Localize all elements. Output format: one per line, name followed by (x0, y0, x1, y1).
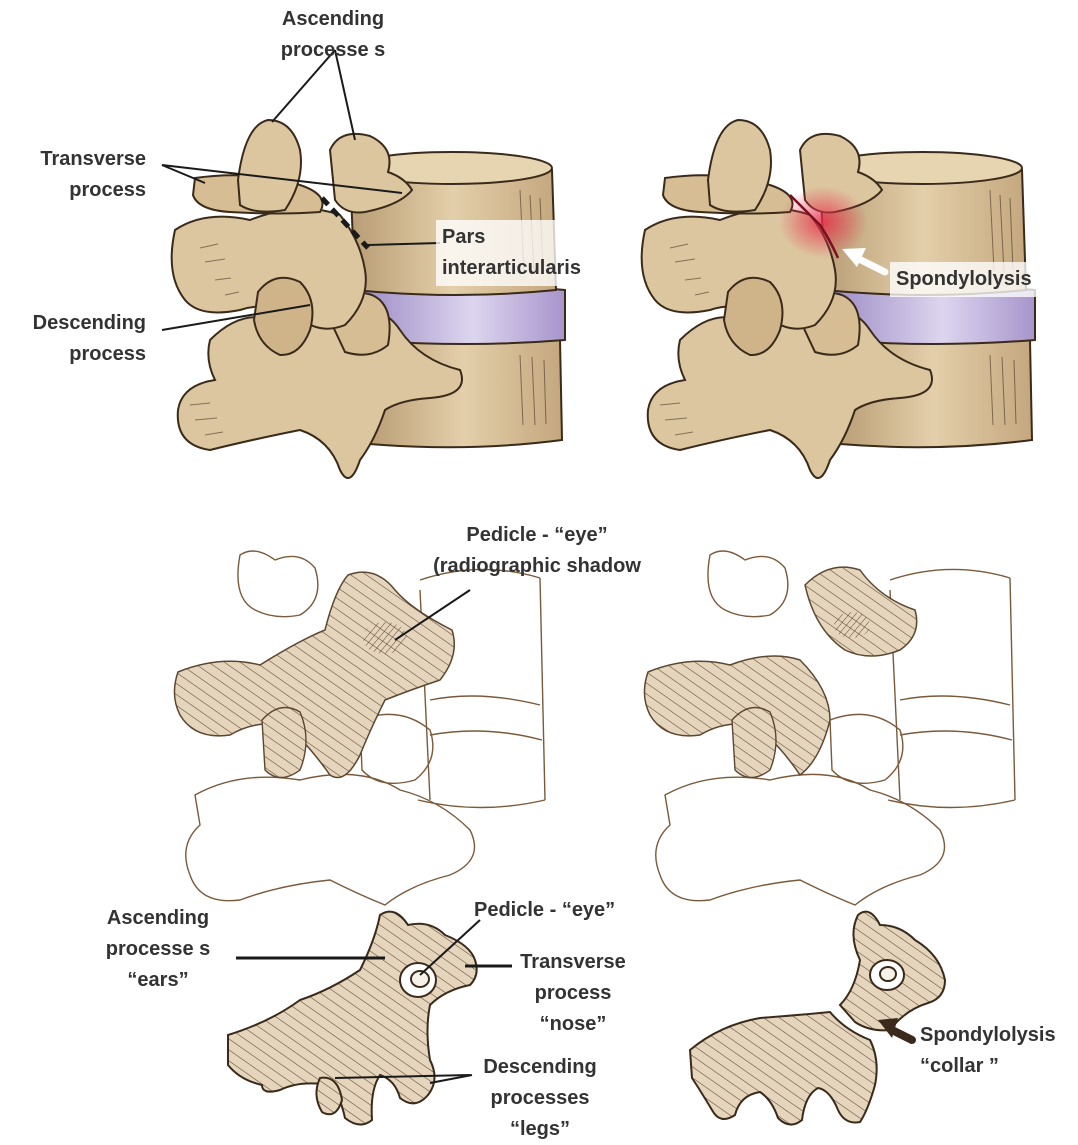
label-transverse-process: Transverse process (6, 144, 146, 206)
eye-ring-icon (400, 963, 436, 997)
label-pars-interarticularis: Pars interarticularis (436, 220, 587, 286)
label-dog-spondylolysis-collar: Spondylolysis “collar ” (920, 1020, 1056, 1082)
label-dog-transverse-nose: Transverse process “nose” (508, 947, 638, 1040)
normal-radiograph-trace (174, 551, 545, 905)
label-descending-process: Descending process (6, 308, 146, 370)
label-dog-pedicle-eye: Pedicle - “eye” (474, 895, 615, 926)
label-dog-descending-legs: Descending processes “legs” (470, 1052, 610, 1145)
label-pedicle-radiographic-shadow: Pedicle - “eye” (radiographic shadow (412, 520, 662, 582)
spondylolysis-vertebra-illustration (642, 120, 1035, 478)
label-ascending-processes: Ascending processe s (268, 4, 398, 66)
label-spondylolysis-top: Spondylolysis (890, 262, 1038, 297)
label-dog-ascending-ears: Ascending processe s “ears” (88, 903, 228, 996)
spondylolysis-radiograph-trace (644, 551, 1015, 905)
scottie-dog-spondylolysis (690, 912, 945, 1125)
